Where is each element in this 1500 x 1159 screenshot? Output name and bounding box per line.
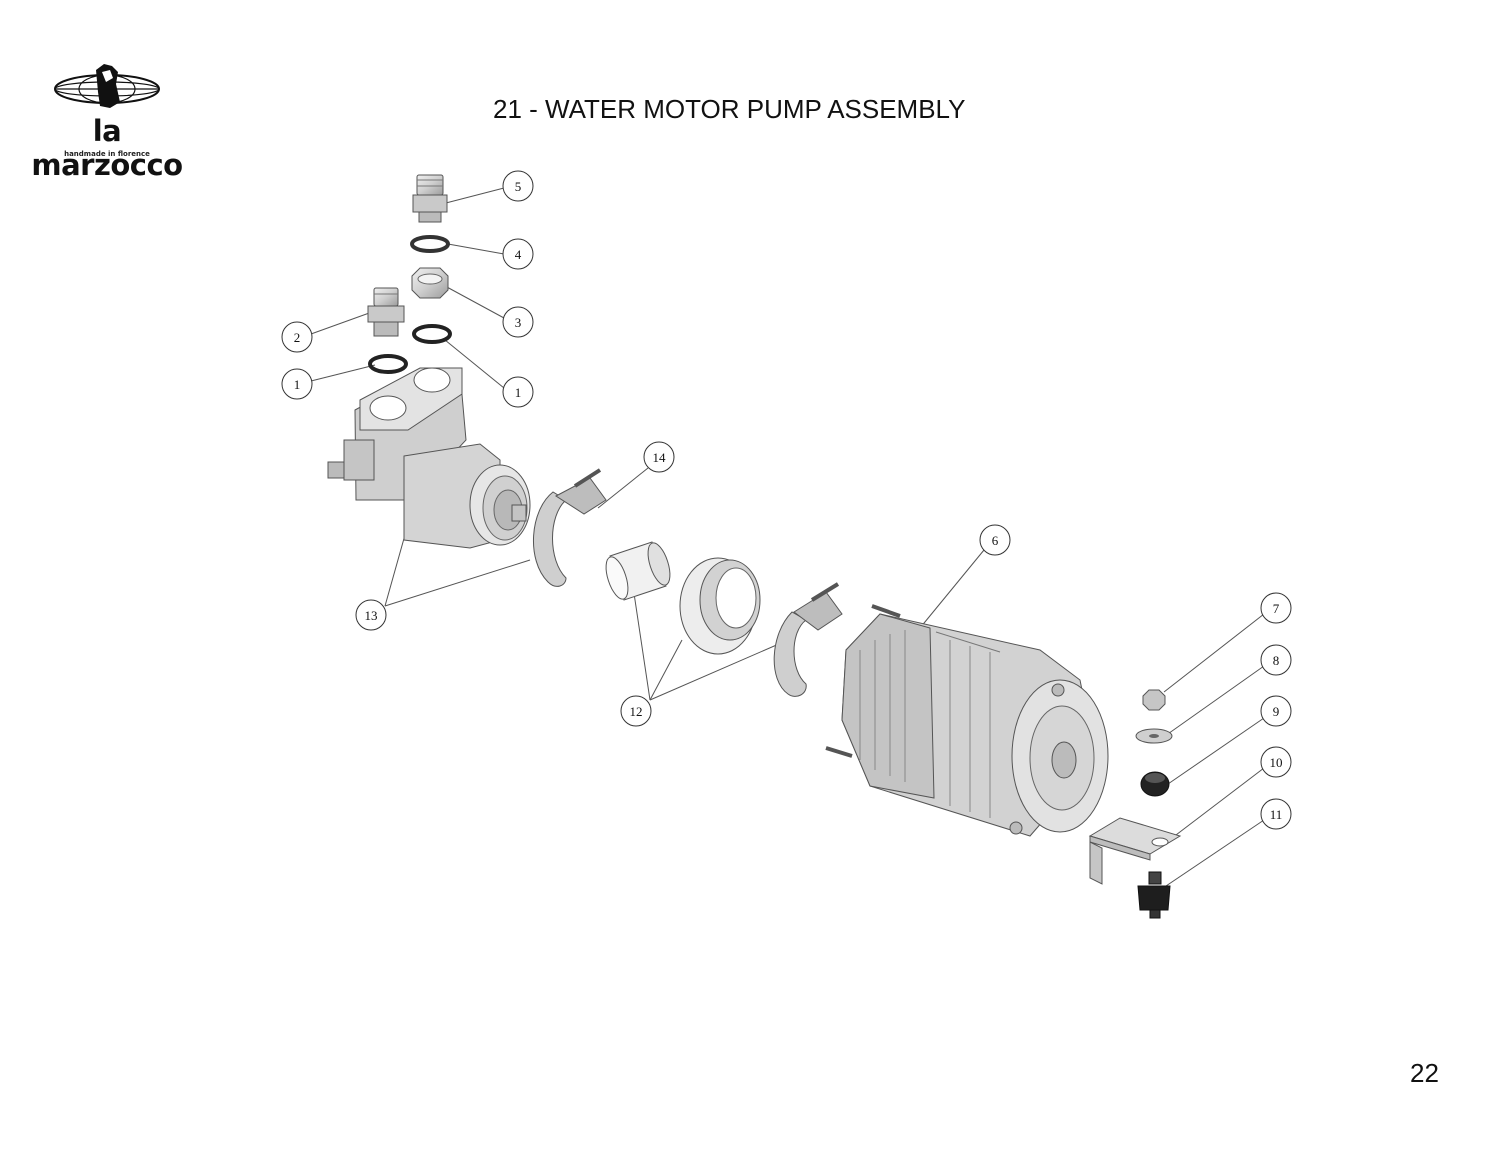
svg-text:9: 9 (1273, 704, 1280, 719)
callout-14: 14 (643, 441, 675, 473)
callout-1-right: 1 (502, 376, 534, 408)
part-5-fitting (412, 174, 448, 223)
svg-text:7: 7 (1273, 601, 1280, 616)
page-title: 21 - WATER MOTOR PUMP ASSEMBLY (493, 94, 966, 124)
page-number: 22 (1410, 1058, 1439, 1088)
svg-text:10: 10 (1270, 755, 1283, 770)
brand-tagline: handmade in florence (64, 150, 150, 158)
part-12-sleeve (605, 541, 671, 601)
callout-9: 9 (1260, 695, 1292, 727)
callout-6: 6 (979, 524, 1011, 556)
svg-text:14: 14 (653, 450, 667, 465)
svg-text:13: 13 (365, 608, 378, 623)
callout-3: 3 (502, 306, 534, 338)
leader-lines (310, 187, 1265, 891)
part-8-washer (1135, 728, 1173, 744)
callout-4: 4 (502, 238, 534, 270)
svg-text:4: 4 (515, 247, 522, 262)
svg-text:11: 11 (1270, 807, 1283, 822)
callout-5: 5 (502, 170, 534, 202)
brand-logo: la marzocco handmade in florence (14, 62, 200, 182)
part-7-nut (1142, 689, 1166, 711)
svg-text:12: 12 (630, 704, 643, 719)
svg-text:6: 6 (992, 533, 999, 548)
part-14-clamp (532, 468, 607, 587)
part-1-oring-left (368, 354, 408, 374)
part-12-clamp (773, 582, 843, 697)
svg-text:3: 3 (515, 315, 522, 330)
callout-10: 10 (1260, 746, 1292, 778)
part-11-foot (1137, 871, 1171, 919)
brand-name: la marzocco (31, 114, 183, 182)
part-6-motor (825, 604, 1109, 837)
svg-text:1: 1 (294, 377, 301, 392)
part-2-fitting (367, 287, 405, 337)
callout-12: 12 (620, 695, 652, 727)
part-4-washer (410, 235, 450, 253)
callout-1-left: 1 (281, 368, 313, 400)
callouts: 5 4 3 2 1 1 14 13 6 12 7 8 9 10 11 (281, 170, 1292, 830)
part-3-hex-nut (411, 267, 449, 299)
svg-text:5: 5 (515, 179, 522, 194)
part-9-cap (1140, 771, 1170, 797)
callout-11: 11 (1260, 798, 1292, 830)
callout-13: 13 (355, 599, 387, 631)
part-10-bracket (1088, 817, 1182, 885)
callout-2: 2 (281, 321, 313, 353)
svg-text:8: 8 (1273, 653, 1280, 668)
globe-lion-icon (54, 64, 160, 108)
callout-8: 8 (1260, 644, 1292, 676)
part-1-oring-right (412, 324, 452, 344)
part-12-ring (679, 557, 761, 655)
callout-7: 7 (1260, 592, 1292, 624)
part-13-pump-body (327, 367, 531, 549)
svg-text:2: 2 (294, 330, 301, 345)
svg-text:1: 1 (515, 385, 522, 400)
